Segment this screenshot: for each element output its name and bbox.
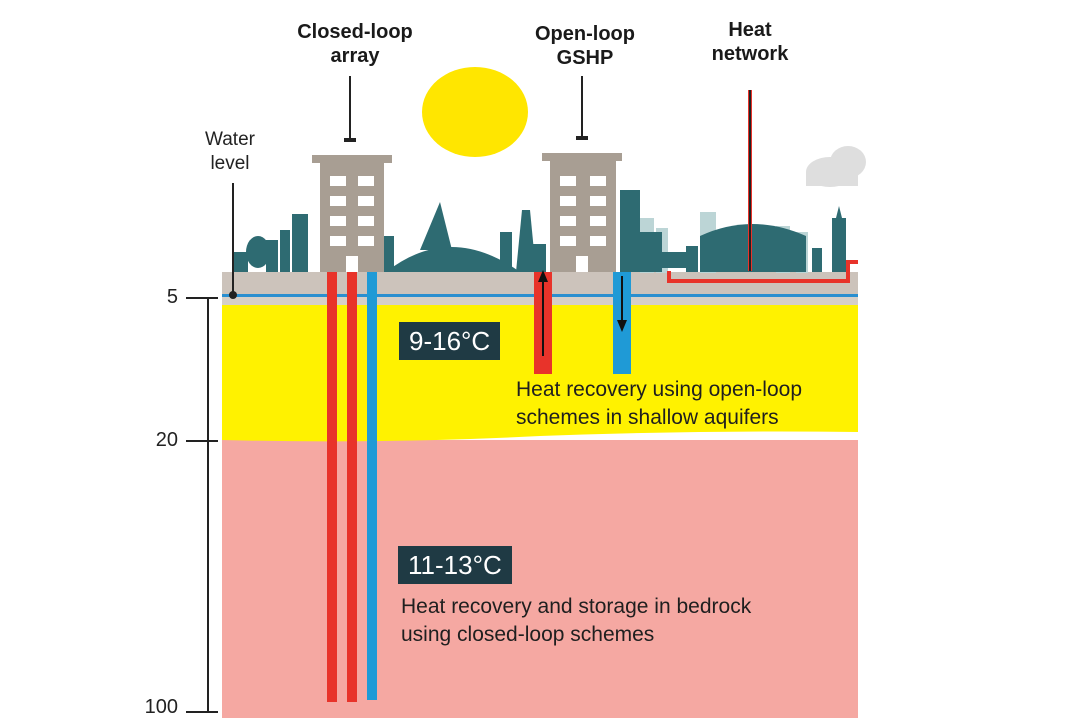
depth-tick-20: 20 bbox=[155, 429, 178, 451]
aquifer-description: Heat recovery using open-loop schemes in… bbox=[516, 376, 802, 432]
bedrock-description: Heat recovery and storage in bedrock usi… bbox=[401, 593, 751, 649]
depth-axis bbox=[186, 297, 218, 713]
bedrock-description-line1: Heat recovery and storage in bedrock bbox=[401, 595, 752, 618]
closed-loop-pipe-cool bbox=[367, 272, 377, 700]
closed-loop-label-line2: array bbox=[330, 45, 380, 67]
aquifer-temperature-badge: 9-16°C bbox=[399, 322, 501, 360]
open-loop-label: Open-loop GSHP bbox=[515, 22, 655, 70]
bedrock-zone bbox=[222, 440, 858, 718]
sun-icon bbox=[422, 67, 528, 157]
aquifer-description-line2: schemes in shallow aquifers bbox=[516, 406, 779, 429]
closed-loop-label: Closed-loop array bbox=[280, 20, 430, 68]
open-loop-label-line1: Open-loop bbox=[535, 23, 635, 45]
closed-loop-label-line1: Closed-loop bbox=[297, 21, 413, 43]
closed-loop-pipe-warm-1 bbox=[327, 272, 337, 702]
water-level-label-line1: Water bbox=[205, 129, 255, 150]
closed-loop-building bbox=[312, 155, 392, 272]
closed-loop-pipe-warm-2 bbox=[347, 272, 357, 702]
bedrock-temperature-badge: 11-13°C bbox=[398, 546, 512, 584]
heat-network-label: Heat network bbox=[690, 18, 810, 66]
bedrock-description-line2: using closed-loop schemes bbox=[401, 623, 655, 646]
bus-icon bbox=[658, 252, 698, 268]
heat-network-label-line1: Heat bbox=[728, 19, 772, 41]
cloud-icon bbox=[806, 146, 866, 187]
open-loop-building bbox=[542, 153, 622, 272]
open-loop-label-line2: GSHP bbox=[556, 47, 614, 69]
arrow-down-icon bbox=[617, 320, 627, 332]
water-level-label: Water level bbox=[190, 128, 270, 176]
water-level-label-line2: level bbox=[210, 153, 250, 174]
city-skyline bbox=[232, 190, 846, 273]
depth-tick-5: 5 bbox=[166, 286, 178, 308]
depth-tick-100: 100 bbox=[144, 696, 178, 718]
arrow-up-icon bbox=[538, 270, 548, 282]
heat-network-label-line2: network bbox=[711, 43, 789, 65]
aquifer-description-line1: Heat recovery using open-loop bbox=[516, 378, 803, 401]
